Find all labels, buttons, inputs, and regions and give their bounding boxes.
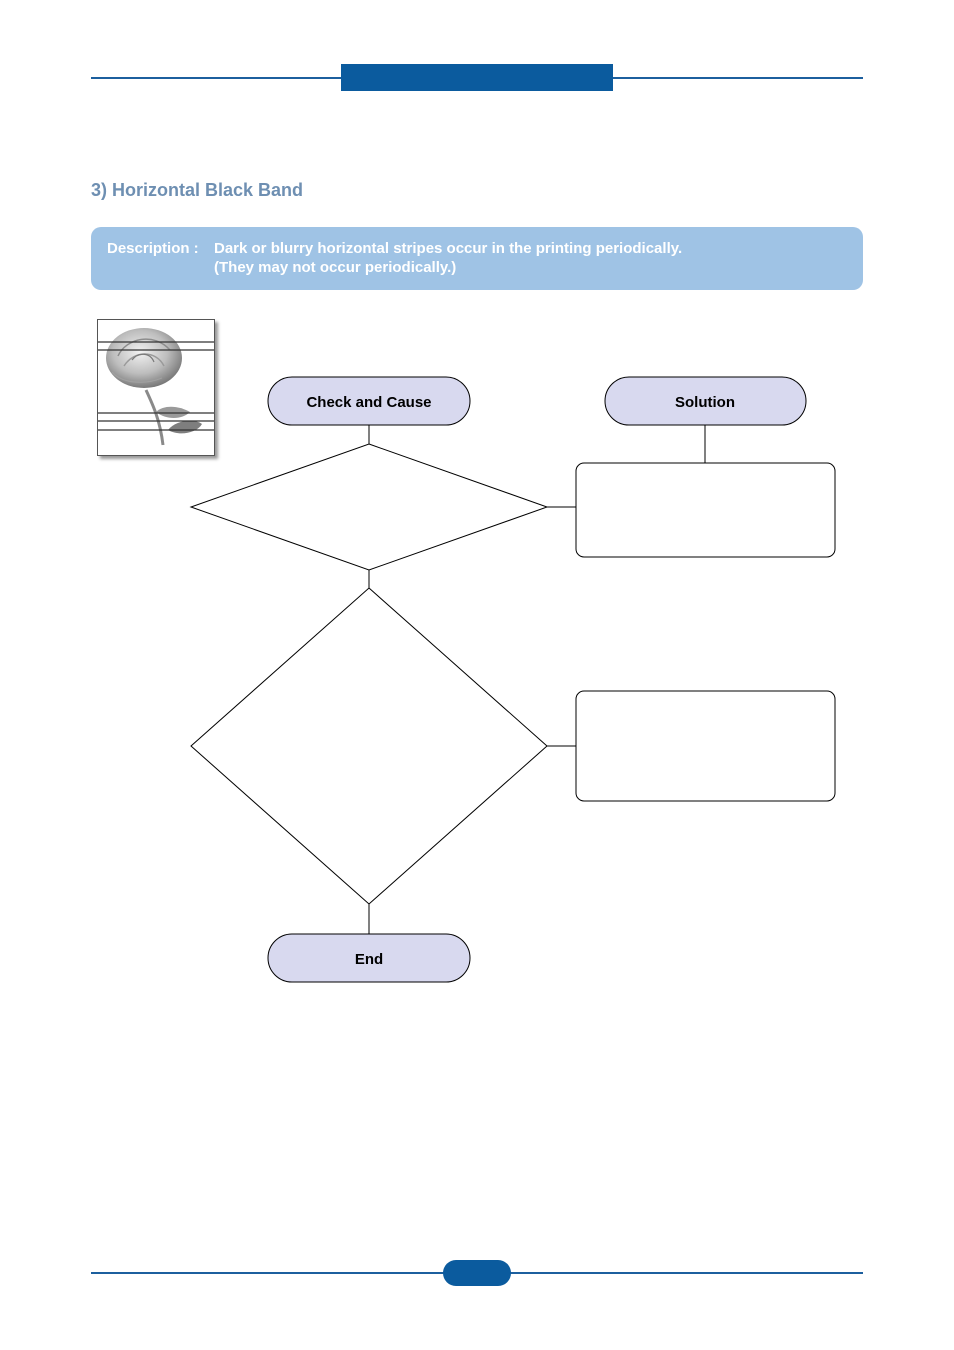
solution-terminal <box>604 376 807 426</box>
solution-label: Solution <box>675 394 735 411</box>
section-title: 3) Horizontal Black Band <box>91 180 304 200</box>
solution-box-1 <box>575 462 836 558</box>
sample-print-image <box>97 319 215 456</box>
rose-illustration <box>98 328 214 446</box>
header-tab <box>341 64 613 91</box>
description-line-2: (They may not occur periodically.) <box>214 259 457 276</box>
check-and-cause-label: Check and Cause <box>306 394 431 411</box>
page-number-badge <box>443 1260 511 1286</box>
description-label: Description : <box>107 240 199 257</box>
end-label: End <box>355 951 383 968</box>
end-terminal <box>267 933 471 983</box>
check-and-cause-terminal <box>267 376 471 426</box>
description-box: Description : Dark or blurry horizontal … <box>91 227 863 290</box>
decision-diamond-1 <box>189 443 549 571</box>
solution-box-2 <box>575 690 836 802</box>
description-line-1: Dark or blurry horizontal stripes occur … <box>214 240 683 257</box>
decision-diamond-2 <box>190 587 548 905</box>
